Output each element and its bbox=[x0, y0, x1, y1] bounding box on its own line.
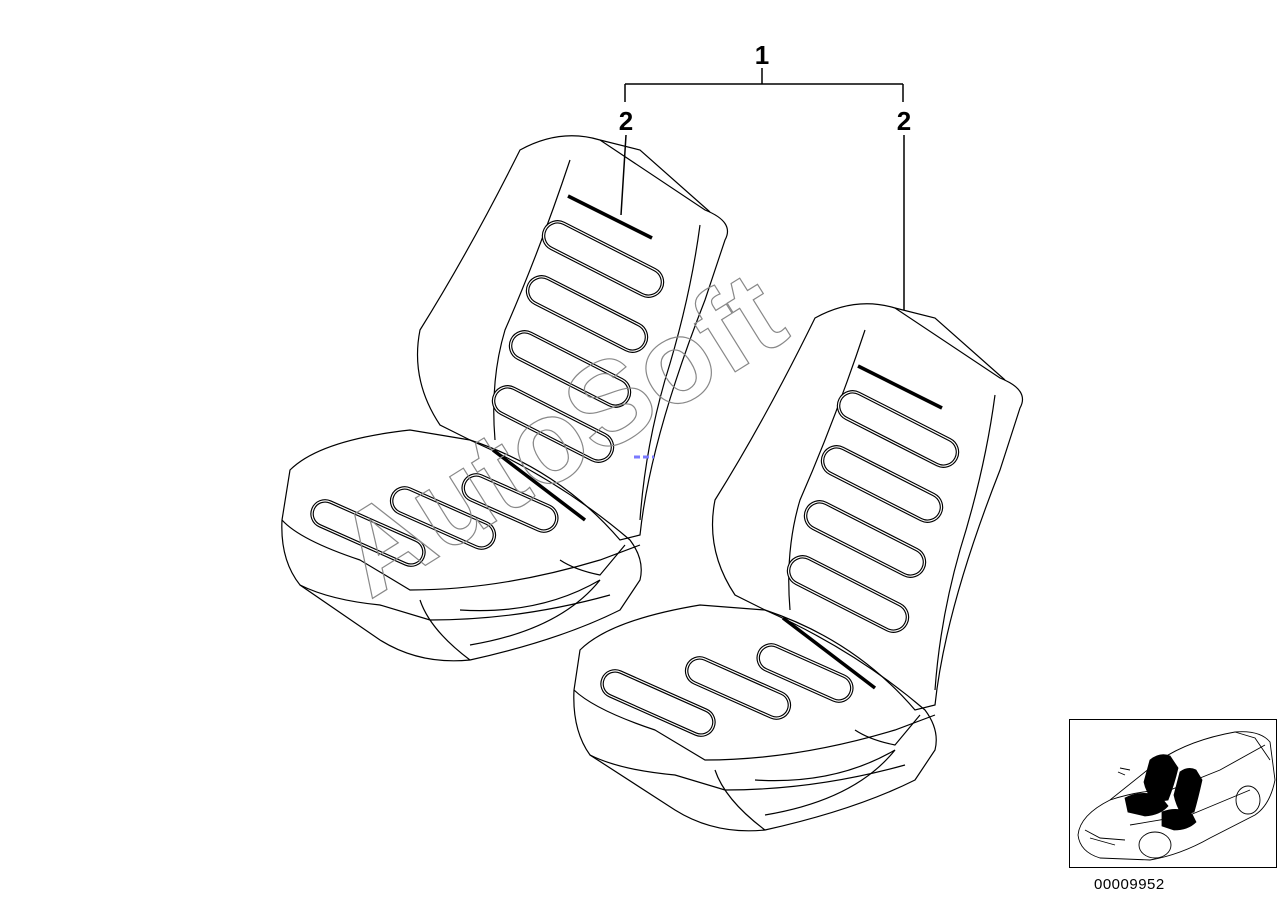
watermark: AutoSoft bbox=[314, 246, 806, 622]
right-back-heating-pads-inner bbox=[787, 391, 959, 632]
callout-leaders bbox=[620, 68, 905, 310]
callout-1: 1 bbox=[755, 40, 769, 70]
document-number: 00009952 bbox=[1094, 876, 1165, 893]
left-seat bbox=[281, 135, 729, 662]
car-locator-drawing bbox=[1077, 731, 1276, 861]
highlighted-seats-icon bbox=[1124, 754, 1203, 831]
left-seat-heating-pads-inner bbox=[311, 474, 558, 566]
left-back-heating-pads-inner bbox=[492, 221, 664, 462]
locator-thumbnail bbox=[1069, 719, 1277, 868]
right-seat-heating-pads bbox=[600, 643, 854, 737]
callout-2-left: 2 bbox=[619, 106, 633, 136]
right-seat-heating-pads-inner bbox=[601, 644, 853, 736]
callout-2-right: 2 bbox=[897, 106, 911, 136]
